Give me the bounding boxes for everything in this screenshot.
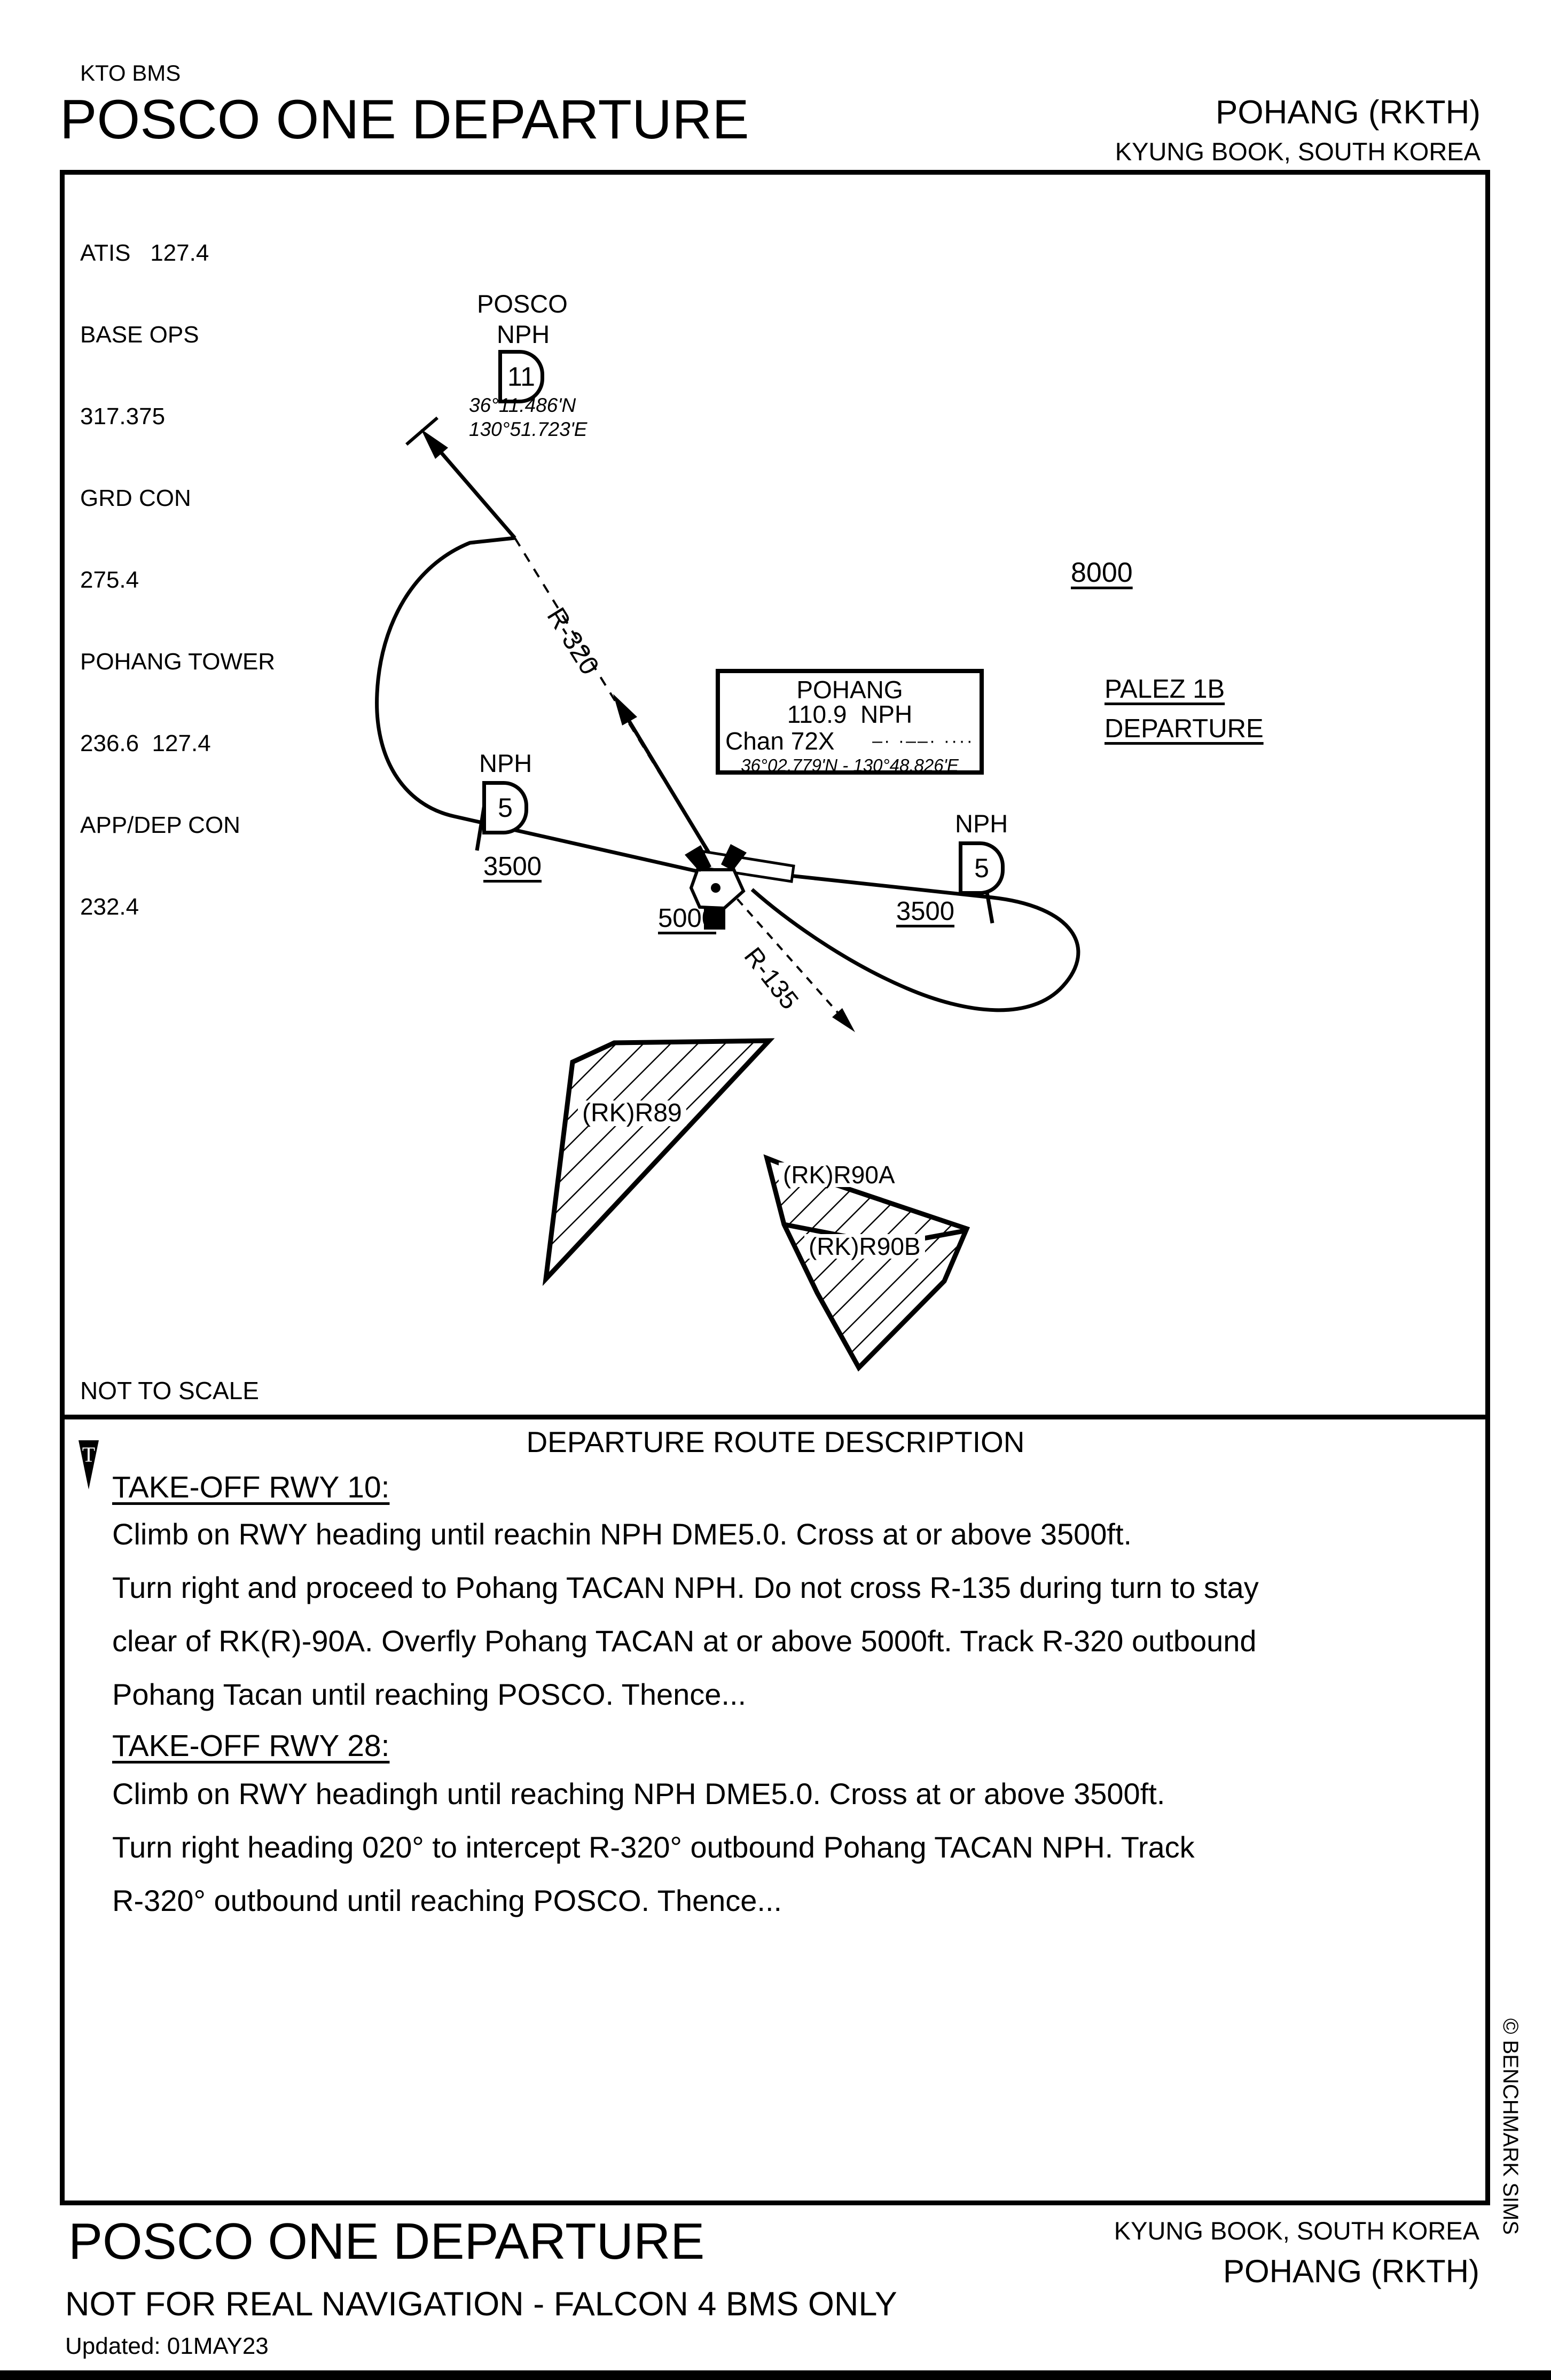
alt-3500-west: 3500 bbox=[483, 852, 542, 881]
posco-dme-value: 11 bbox=[507, 362, 535, 392]
nph-label-west: NPH bbox=[479, 749, 532, 777]
navaid-morse-icon: ‒· ·‒‒· ···· bbox=[872, 730, 974, 751]
rwy10-line: Pohang Tacan until reaching POSCO. Thenc… bbox=[112, 1677, 747, 1711]
alt-3500-east: 3500 bbox=[896, 897, 955, 926]
restricted-label-r89: (RK)R89 bbox=[578, 1101, 686, 1126]
freq-line: 317.375 bbox=[80, 403, 166, 430]
footer-title: POSCO ONE DEPARTURE bbox=[68, 2213, 705, 2270]
freq-line: 275.4 bbox=[80, 567, 139, 593]
posco-fix-name: POSCO bbox=[477, 290, 568, 318]
restricted-label-r90b: (RK)R90B bbox=[804, 1234, 925, 1259]
copyright-vertical: © BENCHMARK SIMS bbox=[1499, 2018, 1522, 2235]
tacan-symbol-icon bbox=[685, 844, 747, 930]
freq-line: BASE OPS bbox=[80, 322, 199, 348]
r320-outbound-track bbox=[621, 709, 725, 878]
posco-lon: 130°51.723'E bbox=[469, 418, 588, 440]
takeoff-minimums-icon: T bbox=[79, 1440, 99, 1489]
route-description-heading: DEPARTURE ROUTE DESCRIPTION bbox=[526, 1425, 1025, 1458]
page-title: POSCO ONE DEPARTURE bbox=[60, 89, 749, 151]
takeoff-minimums-t-glyph: T bbox=[82, 1442, 95, 1466]
posco-dme-box: 11 bbox=[498, 350, 544, 403]
rwy10-line: clear of RK(R)-90A. Overfly Pohang TACAN… bbox=[112, 1624, 1257, 1658]
freq-line: 236.6 127.4 bbox=[80, 730, 211, 756]
not-to-scale-label: NOT TO SCALE bbox=[80, 1377, 259, 1404]
bottom-edge-bar bbox=[0, 2370, 1551, 2380]
pohang-navaid-box: POHANG 110.9 NPH Chan 72X ‒· ·‒‒· ···· 3… bbox=[716, 669, 984, 775]
navaid-name: POHANG bbox=[796, 676, 903, 704]
rwy10-line: Turn right and proceed to Pohang TACAN N… bbox=[112, 1571, 1259, 1604]
posco-navaid-label: NPH bbox=[497, 320, 550, 348]
posco-coordinates: 36°11.486'N 130°51.723'E bbox=[469, 393, 587, 441]
chart-description-divider bbox=[60, 1415, 1490, 1419]
footer-location: KYUNG BOOK, SOUTH KOREA bbox=[1114, 2217, 1479, 2245]
rwy10-line: Climb on RWY heading until reachin NPH D… bbox=[112, 1517, 1132, 1551]
rwy28-line: Climb on RWY headingh until reaching NPH… bbox=[112, 1777, 1165, 1811]
navaid-freq-id: 110.9 NPH bbox=[787, 700, 913, 728]
restricted-label-r90a: (RK)R90A bbox=[779, 1162, 899, 1187]
footer-updated: Updated: 01MAY23 bbox=[65, 2333, 269, 2359]
freq-line: GRD CON bbox=[80, 485, 191, 511]
takeoff-rwy28-text: Climb on RWY headingh until reaching NPH… bbox=[112, 1767, 1195, 1928]
header-location: KYUNG BOOK, SOUTH KOREA bbox=[1115, 137, 1480, 166]
dme5-box-east: 5 bbox=[959, 841, 1005, 895]
freq-line: POHANG TOWER bbox=[80, 649, 276, 675]
track-to-posco bbox=[426, 435, 516, 540]
comm-frequencies: ATIS 127.4 BASE OPS 317.375 GRD CON 275.… bbox=[80, 185, 275, 975]
r320-arrowhead-icon bbox=[613, 694, 637, 725]
rwy28-line: Turn right heading 020° to intercept R-3… bbox=[112, 1830, 1195, 1864]
freq-line: ATIS 127.4 bbox=[80, 240, 209, 266]
r135-arrowhead-icon bbox=[832, 1008, 855, 1032]
footer-airport: POHANG (RKTH) bbox=[1223, 2253, 1479, 2289]
takeoff-rwy10-text: Climb on RWY heading until reachin NPH D… bbox=[112, 1508, 1259, 1721]
rwy28-departure-track bbox=[375, 536, 724, 879]
header-airport: POHANG (RKTH) bbox=[1216, 94, 1480, 131]
freq-line: APP/DEP CON bbox=[80, 812, 240, 838]
posco-arrowhead-icon bbox=[421, 429, 448, 459]
navaid-coordinates: 36°02.779'N - 130°48.826'E bbox=[741, 755, 959, 775]
posco-lat: 36°11.486'N bbox=[469, 394, 576, 416]
takeoff-rwy28-title: TAKE-OFF RWY 28: bbox=[112, 1729, 390, 1763]
dme5-value-west: 5 bbox=[498, 793, 513, 823]
nph-label-east: NPH bbox=[955, 809, 1008, 838]
chart-frame bbox=[60, 170, 1490, 2205]
alt-5000-label: 5000 bbox=[658, 904, 717, 933]
rwy28-line: R-320° outbound until reaching POSCO. Th… bbox=[112, 1884, 782, 1917]
dme5-box-west: 5 bbox=[482, 781, 528, 834]
takeoff-rwy10-title: TAKE-OFF RWY 10: bbox=[112, 1470, 390, 1504]
dme5-value-east: 5 bbox=[974, 853, 989, 883]
footer-disclaimer: NOT FOR REAL NAVIGATION - FALCON 4 BMS O… bbox=[65, 2285, 897, 2323]
restricted-area-r90 bbox=[763, 1154, 970, 1372]
navaid-channel: Chan 72X bbox=[725, 727, 835, 755]
rwy10-departure-track bbox=[745, 869, 1080, 1012]
msa-8000-label: 8000 bbox=[1071, 557, 1133, 588]
r135-radial-dashed-line bbox=[726, 887, 852, 1028]
chart-org: KTO BMS bbox=[80, 60, 181, 85]
restricted-area-r89 bbox=[542, 1038, 775, 1286]
palez-departure-label-1: PALEZ 1B bbox=[1104, 675, 1225, 704]
palez-departure-label-2: DEPARTURE bbox=[1104, 714, 1264, 743]
posco-fix-tick bbox=[405, 416, 438, 446]
freq-line: 232.4 bbox=[80, 894, 139, 920]
